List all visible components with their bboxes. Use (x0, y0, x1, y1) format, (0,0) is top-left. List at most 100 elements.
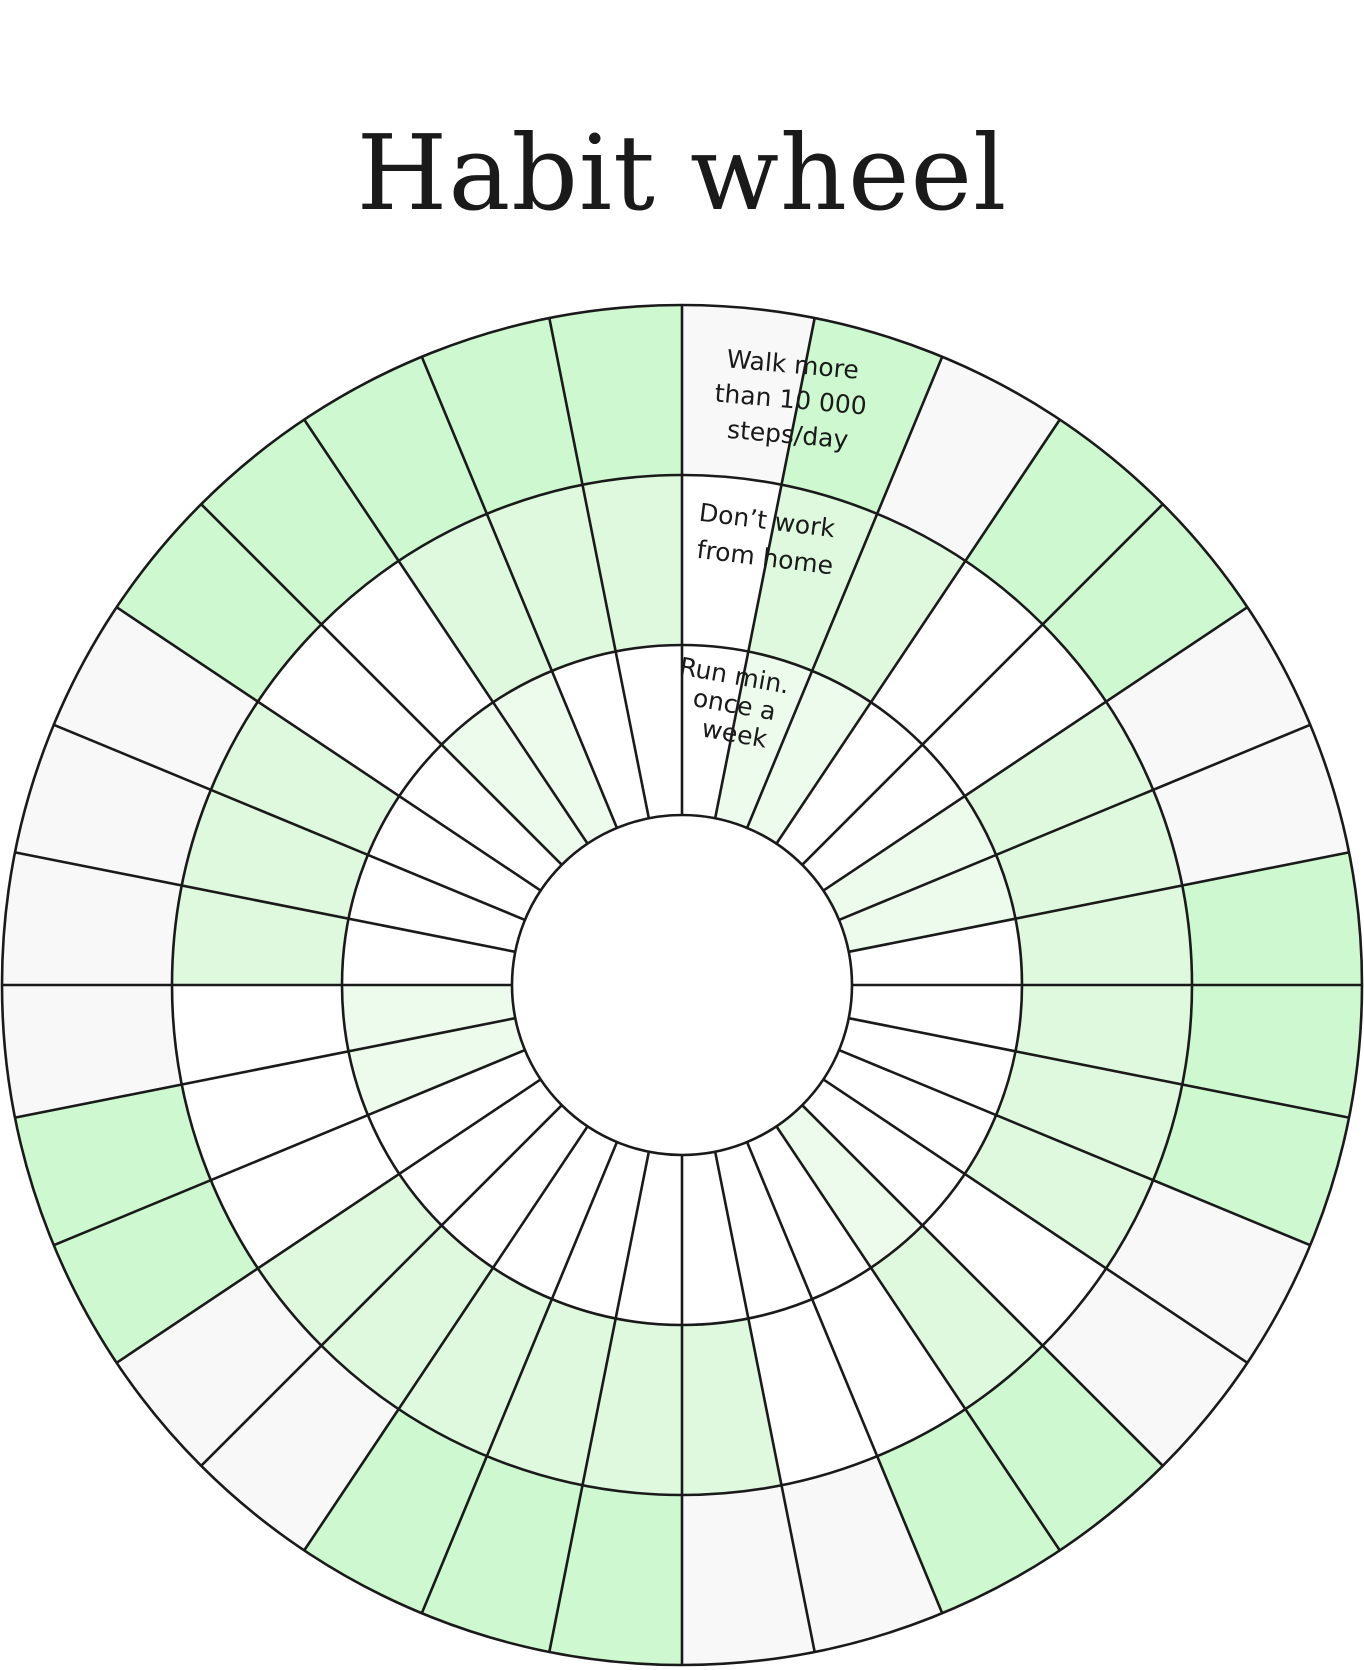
ring-2-segment-29[interactable] (321, 560, 494, 745)
ring-1-segment-26[interactable] (348, 854, 525, 952)
ring-2-segment-7[interactable] (996, 789, 1183, 919)
ring-3-segment-24[interactable] (2, 985, 182, 1118)
ring-1-segment-29[interactable] (441, 702, 588, 865)
ring-1-segment-15[interactable] (715, 1142, 813, 1319)
ring-3-segment-5[interactable] (1042, 504, 1248, 702)
ring-3-segment-6[interactable] (1106, 607, 1311, 790)
ring-2-segment-31[interactable] (486, 484, 616, 671)
ring-3-segment-20[interactable] (201, 1345, 399, 1551)
ring-2-segment-28[interactable] (257, 624, 442, 797)
ring-1-segment-6[interactable] (823, 796, 997, 920)
spoke-line (303, 1125, 589, 1552)
ring-3-segment-26[interactable] (15, 724, 211, 886)
ring-1-segment-21[interactable] (399, 1079, 562, 1226)
ring-1-segment-25[interactable] (342, 918, 516, 985)
ring-3-segment-14[interactable] (877, 1409, 1060, 1614)
ring-2-segment-4[interactable] (870, 560, 1043, 745)
ring-1-segment-20[interactable] (441, 1105, 588, 1268)
ring-2-segment-12[interactable] (922, 1173, 1107, 1346)
spoke-line (200, 503, 563, 866)
spoke-line (200, 1104, 563, 1467)
wheel-segments (2, 305, 1362, 1665)
ring-3-segment-27[interactable] (53, 607, 258, 790)
ring-1-segment-13[interactable] (776, 1105, 923, 1268)
ring-3-segment-23[interactable] (15, 1084, 211, 1246)
ring-1-segment-4[interactable] (776, 702, 923, 865)
ring-boundary-circle (0, 303, 1364, 1667)
ring-1-segment-24[interactable] (342, 985, 516, 1052)
ring-2-segment-11[interactable] (964, 1115, 1154, 1269)
spoke-line (822, 606, 1249, 892)
ring-3-segment-3[interactable] (877, 356, 1060, 561)
ring-2-segment-10[interactable] (996, 1051, 1183, 1181)
ring-1-segment-16[interactable] (682, 1151, 749, 1325)
ring-3-segment-11[interactable] (1106, 1180, 1311, 1363)
ring-3-segment-32[interactable] (549, 305, 682, 485)
ring-1-segment-19[interactable] (493, 1126, 617, 1300)
ring-1-segment-5[interactable] (802, 744, 965, 891)
ring-1-segment-18[interactable] (551, 1142, 649, 1319)
ring-2-segment-6[interactable] (964, 701, 1154, 855)
ring-1-segment-7[interactable] (839, 854, 1016, 952)
ring-1-segment-2[interactable] (715, 651, 813, 828)
ring-1-segment-1[interactable] (682, 645, 749, 819)
spoke-line (53, 1048, 526, 1247)
ring-2-segment-5[interactable] (922, 624, 1107, 797)
ring-1-segment-9[interactable] (848, 985, 1022, 1052)
ring-3-segment-28[interactable] (116, 504, 322, 702)
ring-3-segment-31[interactable] (421, 318, 583, 514)
ring-boundary-circle (170, 473, 1194, 1497)
ring-3-segment-13[interactable] (965, 1345, 1163, 1551)
ring-2-segment-21[interactable] (257, 1173, 442, 1346)
ring-3-segment-8[interactable] (1182, 852, 1362, 985)
ring-3-segment-21[interactable] (116, 1268, 322, 1466)
ring-3-segment-9[interactable] (1182, 985, 1362, 1118)
ring-1-segment-22[interactable] (367, 1050, 541, 1174)
ring-2-segment-19[interactable] (398, 1267, 552, 1457)
ring-2-segment-15[interactable] (748, 1299, 878, 1486)
ring-3-segment-22[interactable] (53, 1180, 258, 1363)
ring-2-segment-2[interactable] (748, 484, 878, 671)
ring-1-segment-3[interactable] (747, 670, 871, 844)
ring-3-segment-2[interactable] (781, 318, 943, 514)
ring-3-segment-12[interactable] (1042, 1268, 1248, 1466)
spoke-line (115, 606, 542, 892)
ring-3-segment-30[interactable] (304, 356, 487, 561)
ring-3-segment-15[interactable] (781, 1456, 943, 1652)
ring-1-segment-30[interactable] (493, 670, 617, 844)
ring-2-segment-22[interactable] (210, 1115, 400, 1269)
ring-1-segment-23[interactable] (348, 1018, 525, 1116)
ring-1-segment-14[interactable] (747, 1126, 871, 1300)
ring-2-segment-13[interactable] (870, 1225, 1043, 1410)
ring-3-segment-17[interactable] (549, 1485, 682, 1665)
ring-2-segment-20[interactable] (321, 1225, 494, 1410)
ring-2-segment-3[interactable] (812, 513, 966, 703)
ring-1-segment-31[interactable] (551, 651, 649, 828)
ring-3-segment-16[interactable] (682, 1485, 815, 1665)
ring-3-segment-7[interactable] (1153, 724, 1349, 886)
ring-2-segment-23[interactable] (181, 1051, 368, 1181)
ring-2-segment-30[interactable] (398, 513, 552, 703)
ring-boundary-circle (340, 643, 1024, 1327)
ring-2-segment-14[interactable] (812, 1267, 966, 1457)
ring-1-segment-11[interactable] (823, 1050, 997, 1174)
ring-1-segment-17[interactable] (615, 1151, 682, 1325)
ring-3-segment-18[interactable] (421, 1456, 583, 1652)
ring-1-segment-28[interactable] (399, 744, 562, 891)
ring-2-segment-26[interactable] (181, 789, 368, 919)
ring-2-segment-27[interactable] (210, 701, 400, 855)
ring-3-segment-29[interactable] (201, 419, 399, 625)
ring-3-segment-1[interactable] (682, 305, 815, 485)
ring-3-segment-25[interactable] (2, 852, 182, 985)
spoke-line (548, 1151, 651, 1653)
ring-1-segment-27[interactable] (367, 796, 541, 920)
ring-3-segment-4[interactable] (965, 419, 1163, 625)
ring-1-segment-12[interactable] (802, 1079, 965, 1226)
ring-1-segment-10[interactable] (839, 1018, 1016, 1116)
ring-3-segment-10[interactable] (1153, 1084, 1349, 1246)
ring-2-segment-18[interactable] (486, 1299, 616, 1486)
ring-1-segment-8[interactable] (848, 918, 1022, 985)
ring-1-segment-32[interactable] (615, 645, 682, 819)
ring-3-segment-19[interactable] (304, 1409, 487, 1614)
